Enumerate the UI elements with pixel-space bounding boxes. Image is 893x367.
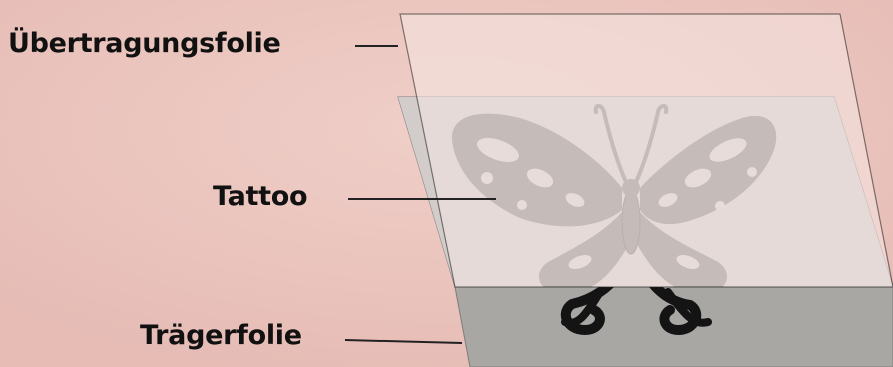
label-carrier-film: Trägerfolie xyxy=(140,320,302,351)
label-tattoo: Tattoo xyxy=(213,181,307,212)
label-transfer-film: Übertragungsfolie xyxy=(8,28,281,59)
transfer-film-layer xyxy=(400,14,893,287)
